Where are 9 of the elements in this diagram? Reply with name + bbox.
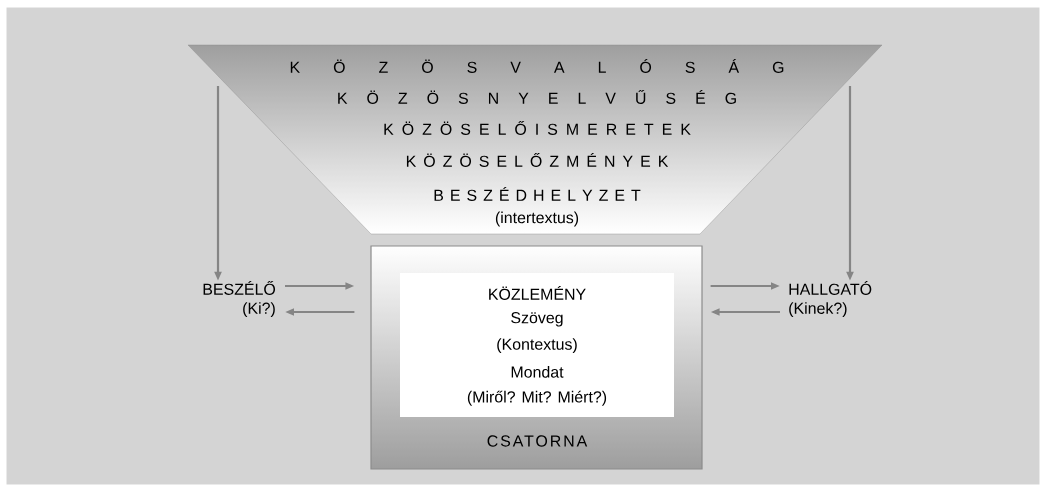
funnel-text: K Ö Z Ö S V A L Ó S Á G	[290, 59, 784, 73]
funnel-text: K Ö Z Ö S E L Ő I S M E R E T E K	[384, 121, 691, 135]
funnel-text: K Ö Z Ö S N Y E L V Ű S É G	[338, 90, 736, 104]
message-box: KÖZLEMÉNY Szöveg (Kontextus) Mondat (Miről? Mit? Miért?)	[400, 273, 674, 417]
funnel-text: K Ö Z Ö S E L Ő Z M É N Y E K	[406, 153, 669, 167]
funnel-text: (intertextus)	[495, 211, 579, 227]
role-label: BESZÉLŐ (Ki?)	[203, 280, 276, 317]
role-label: HALLGATÓ (Kinek?)	[789, 280, 872, 317]
funnel-text: B E S Z É D H E L Y Z E T	[434, 187, 641, 201]
